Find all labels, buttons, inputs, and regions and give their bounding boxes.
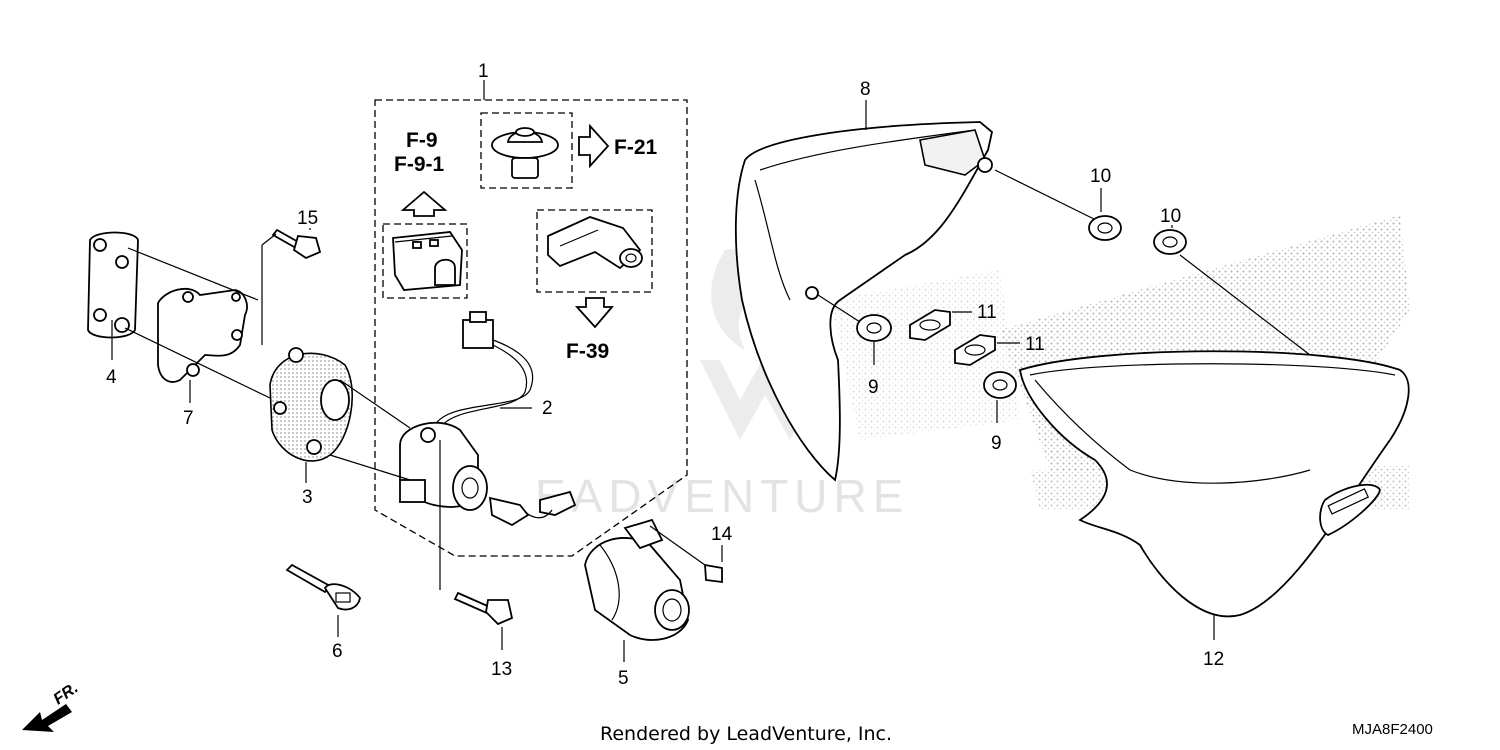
part-grommet-10a	[1088, 215, 1122, 241]
part-switch-connector	[392, 231, 463, 291]
ref-f9-1: F-9-1	[394, 153, 444, 176]
diagram-code: MJA8F2400	[1352, 721, 1433, 738]
callout-13: 13	[491, 659, 512, 680]
up-arrow-icon	[400, 190, 448, 217]
part-cover-5	[584, 518, 690, 641]
ref-f39: F-39	[566, 340, 609, 363]
callout-11a: 11	[977, 302, 997, 323]
callout-10a: 10	[1090, 166, 1111, 187]
callout-11b: 11	[1025, 334, 1045, 355]
subpart-box-lock	[536, 209, 653, 293]
callout-12: 12	[1203, 649, 1224, 670]
down-arrow-icon	[574, 297, 614, 329]
part-wire-harness	[434, 311, 534, 429]
part-inner-cover-8	[734, 121, 993, 482]
ref-f21: F-21	[614, 136, 658, 159]
callout-4: 4	[106, 367, 117, 388]
part-bolt-15	[271, 228, 322, 260]
callout-2: 2	[542, 398, 553, 419]
part-grommet-9b	[983, 371, 1017, 399]
right-arrow-icon	[578, 123, 610, 169]
part-grommet-10b	[1153, 229, 1187, 255]
callout-1: 1	[478, 61, 489, 82]
part-ignition-switch	[399, 421, 577, 527]
part-screw-14	[704, 563, 723, 584]
callout-7: 7	[183, 408, 194, 429]
part-grommet-clip	[491, 127, 559, 179]
callout-numbers: 1 2 3 4 5 6 7 8 9 9 10 10 11 11 12 13 14…	[106, 61, 1224, 689]
watermark-text: EADVENTURE	[535, 470, 909, 522]
assembly-boundary	[374, 99, 688, 557]
part-mount-3	[269, 347, 353, 462]
front-direction-icon: FR.	[22, 680, 81, 732]
part-lock-cylinder	[547, 216, 643, 270]
ref-f9: F-9	[406, 129, 438, 152]
footer-credit: Rendered by LeadVenture, Inc.	[600, 723, 892, 745]
callout-14: 14	[711, 524, 733, 545]
callout-9b: 9	[991, 433, 1002, 454]
subpart-box-switch	[382, 223, 468, 299]
callout-8: 8	[860, 79, 871, 100]
subpart-box-grommet	[480, 112, 573, 189]
part-side-cover-12	[1018, 350, 1410, 618]
direction-label: FR.	[51, 680, 82, 709]
callout-5: 5	[618, 668, 629, 689]
part-plate-7	[157, 287, 248, 383]
callout-9a: 9	[868, 377, 879, 398]
callout-10b: 10	[1160, 206, 1181, 227]
part-bolt-13	[453, 591, 514, 626]
part-bracket-4	[87, 231, 139, 339]
part-key-6	[285, 563, 361, 611]
part-grommet-9a	[856, 314, 892, 342]
callout-15: 15	[297, 208, 318, 229]
callout-6: 6	[332, 641, 343, 662]
leader-lines	[111, 228, 532, 590]
part-damper-11a	[909, 309, 951, 341]
part-damper-11b	[954, 334, 996, 366]
callout-3: 3	[302, 487, 313, 508]
